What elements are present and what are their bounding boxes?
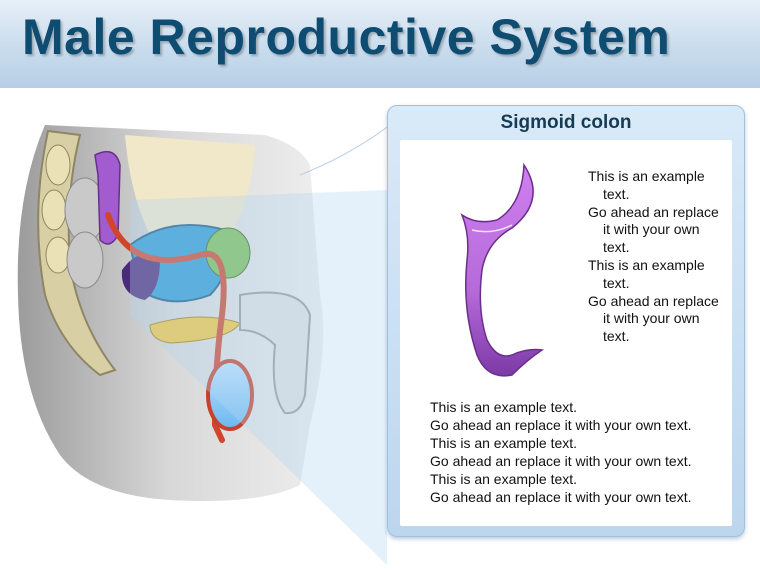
- anatomy-illustration: [17, 124, 391, 565]
- bottom-text-line: Go ahead an replace it with your own tex…: [430, 417, 692, 433]
- panel-body: This is an example text. Go ahead an rep…: [400, 140, 732, 526]
- bottom-text-line: Go ahead an replace it with your own tex…: [430, 489, 692, 505]
- side-text-line: Go ahead an replace it with your own tex…: [588, 203, 719, 256]
- testis: [206, 359, 254, 431]
- penis: [239, 291, 312, 415]
- side-text-line: This is an example text.: [588, 168, 705, 202]
- page-title: Male Reproductive System: [22, 9, 671, 65]
- bottom-text-line: This is an example text.: [430, 471, 578, 487]
- info-panel: Sigmoid colon This is an example text. G…: [387, 105, 745, 537]
- title-bar: Male Reproductive System: [0, 0, 760, 88]
- side-text-line: This is an example text.: [588, 256, 705, 291]
- side-text-line: Go ahead an replace it with your own tex…: [588, 292, 719, 345]
- side-text-block: This is an example text. Go ahead an rep…: [588, 168, 728, 346]
- bottom-text-line: Go ahead an replace it with your own tex…: [430, 453, 692, 469]
- bottom-text-line: This is an example text.: [430, 435, 578, 451]
- sigmoid-colon-illustration: [460, 162, 545, 377]
- bottom-text-line: This is an example text.: [430, 399, 578, 415]
- panel-header: Sigmoid colon: [500, 112, 632, 133]
- bottom-text-block: This is an example text. Go ahead an rep…: [430, 398, 730, 506]
